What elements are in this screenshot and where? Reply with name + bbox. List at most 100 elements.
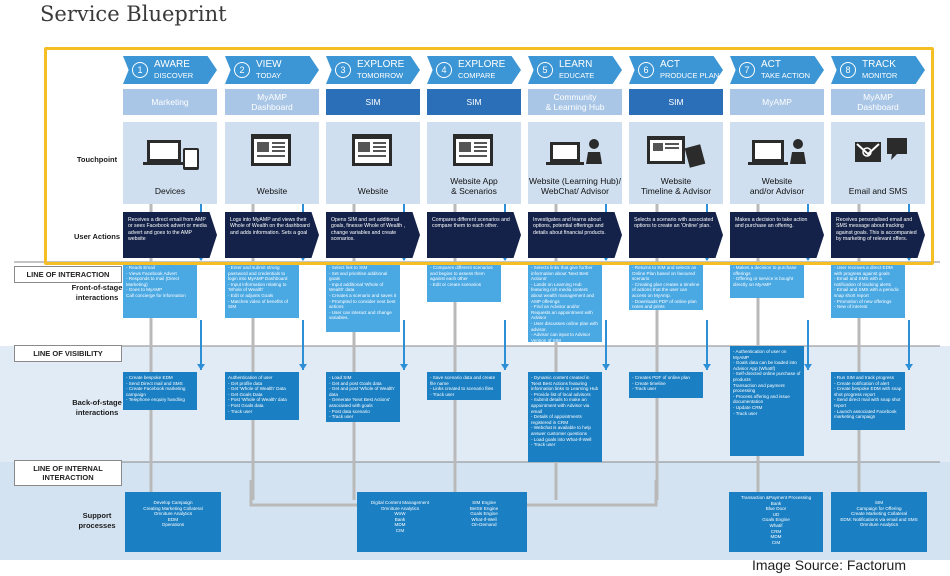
line-of-internal-interaction-label: LINE OF INTERNAL INTERACTION [14,460,122,486]
arrowhead [703,364,711,370]
email-sms-icon [855,138,907,162]
connector-support [527,480,658,507]
user-action-box: Opens SIM and set additional goals, fine… [326,212,420,258]
webchat-advisor-icon [546,139,602,165]
touchpoint-label: Website and/or Advisor [749,176,805,196]
row-label-front-stage: Front-of-stage interactions [71,283,123,302]
timeline-advisor-icon [647,136,706,168]
step-verb: EXPLORE [458,59,506,70]
channel-label: MyAMP [730,89,824,115]
website-icon [352,134,392,166]
highlight-frame [44,47,934,265]
user-action-box: Logs into MyAMP and views their Whole of… [225,212,319,258]
back-stage-box: - Authentication of user on MyAMP - Goal… [730,346,804,456]
row-label-user-actions: User Actions [74,232,120,241]
arrowhead [299,364,307,370]
touchpoint-label: Website [357,186,389,196]
user-action-box: Investigates and learns about options, p… [528,212,622,258]
back-stage-box: - Create bespoke EDM - Send Direct mail … [123,372,197,410]
front-stage-box: - Enter and submit strong password and c… [225,262,299,318]
step-verb: TRACK [862,59,896,70]
support-box-marketing: Develop Campaign Creating Marketing Coll… [125,492,221,552]
step-verb: EXPLORE [357,59,405,70]
arrowhead [905,364,913,370]
support-box-tracking: SIM Campaign for Offering Create Marketi… [831,492,927,552]
row-label-back-stage: Back-of-stage interactions [72,398,122,417]
touchpoint-card: Website Timeline & Advisor [629,122,723,204]
user-action-box: Compares different scenarios and compare… [427,212,521,258]
website-advisor-icon [748,139,806,165]
step-number: 3 [335,62,351,78]
front-stage-box: - Select link to SIM - Set and prioritis… [326,262,400,332]
user-action-box: Makes a decision to take action and purc… [730,212,824,258]
user-action-box: Receives a direct email from AMP or sees… [123,212,217,258]
channel-label: SIM [326,89,420,115]
arrowhead [804,364,812,370]
touchpoint-card: Website [225,122,319,204]
step-number: 6 [638,62,654,78]
front-stage-box: - Compares different scenarios and begin… [427,262,501,302]
touchpoint-card: Email and SMS [831,122,925,204]
back-stage-box: - Dynamic content created in 'Next Best … [528,372,602,462]
channel-label: Community & Learning Hub [528,89,622,115]
channel-label: MyAMP Dashboard [225,89,319,115]
line-of-interaction-label: LINE OF INTERACTION [14,266,122,283]
touchpoint-card: Devices [123,122,217,204]
row-label-support: Support processes [78,511,116,530]
line-of-visibility-label: LINE OF VISIBILITY [14,345,122,362]
arrowhead [501,364,509,370]
user-action-box: Receives personalised email and SMS mess… [831,212,925,258]
website-icon [251,134,291,166]
step-number: 5 [537,62,553,78]
step-number: 1 [132,62,148,78]
website-icon [453,134,493,166]
row-label-touchpoint: Touchpoint [76,155,118,164]
step-number: 2 [234,62,250,78]
step-number: 7 [739,62,755,78]
channel-label: SIM [629,89,723,115]
back-stage-box: - Load SIM - Get and post Goals data - G… [326,372,400,422]
touchpoint-card: Website and/or Advisor [730,122,824,204]
step-number: 8 [840,62,856,78]
touchpoint-card: Website [326,122,420,204]
touchpoint-card: Website (Learning Hub)/ WebChat/ Advisor [528,122,622,204]
back-stage-box: Authentication of user - Get profile dat… [225,372,299,420]
step-phase: DISCOVER [154,71,194,80]
front-stage-box: - User receives a direct EDM with progre… [831,262,905,318]
step-verb: LEARN [559,59,593,70]
user-action-box: Selects a scenario with associated optio… [629,212,723,258]
channel-label: MyAMP Dashboard [831,89,925,115]
support-platform-left: Digital Content Management Omniture Anal… [370,500,430,533]
step-number: 4 [436,62,452,78]
arrowhead [400,364,408,370]
image-source-caption: Image Source: Factorum [751,557,906,573]
touchpoint-label: Website Timeline & Advisor [640,176,712,196]
step-phase: TOMORROW [357,71,404,80]
arrowhead [602,364,610,370]
back-stage-box: - Run SIM and track progress - Create no… [831,372,905,430]
back-stage-box: - Save scenario data and create file nam… [427,372,501,400]
support-box-transactions: Transaction &Payment Processing Bank Blu… [729,492,823,552]
front-stage-box: - Returns to SIM and selects an Online P… [629,262,703,310]
devices-icon [143,140,199,170]
touchpoint-label: Email and SMS [848,186,908,196]
front-stage-box: - Reads Email - Views Facebook Advert - … [123,262,197,318]
touchpoint-label: Website [256,186,288,196]
back-stage-box: - Creates PDF of online plan - Create ti… [629,372,703,398]
step-verb: AWARE [154,59,190,70]
step-verb: ACT [761,59,781,70]
step-verb: VIEW [256,59,282,70]
step-phase: PRODUCE PLAN [660,71,720,80]
step-phase: TODAY [256,71,282,80]
touchpoint-label: Website App & Scenarios [450,176,498,196]
front-stage-box: - Makes a decision to purchase offerings… [730,262,804,298]
